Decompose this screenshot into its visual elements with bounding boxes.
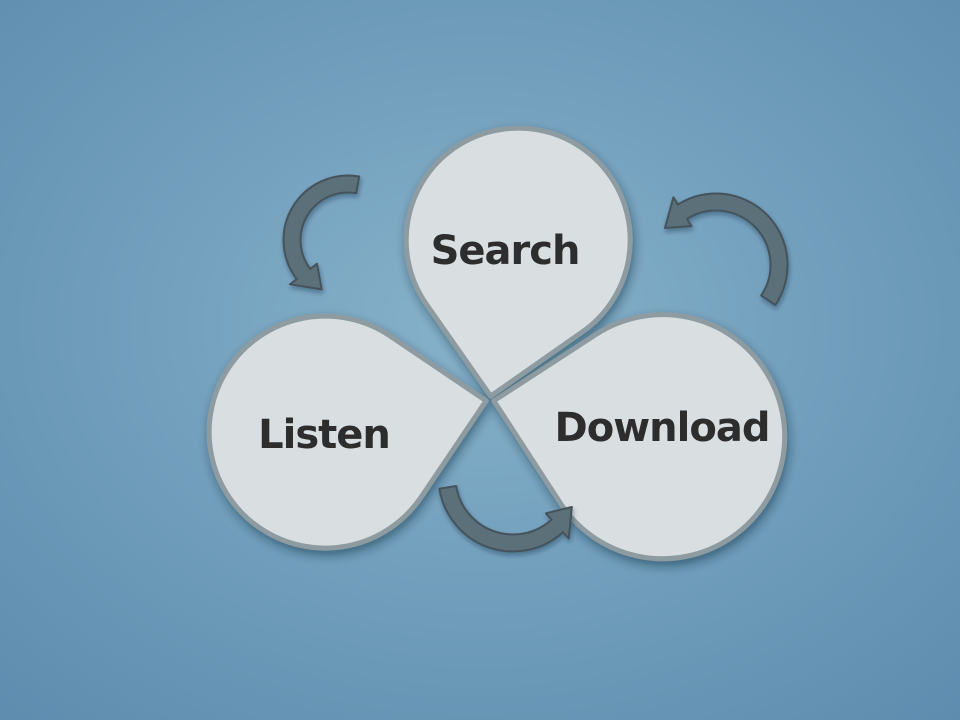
arrow-listen-to-download-icon bbox=[438, 485, 573, 553]
petal-search bbox=[403, 125, 633, 399]
petal-group bbox=[206, 125, 788, 562]
petal-listen bbox=[206, 313, 489, 551]
petal-search-label: Search bbox=[431, 228, 580, 274]
arrow-group bbox=[282, 174, 789, 553]
petal-download bbox=[491, 312, 788, 562]
petal-listen-label: Listen bbox=[258, 412, 390, 458]
petal-download-label: Download bbox=[555, 405, 770, 451]
arrow-download-to-search-icon bbox=[664, 192, 789, 306]
arrow-search-to-listen-icon bbox=[282, 174, 361, 291]
